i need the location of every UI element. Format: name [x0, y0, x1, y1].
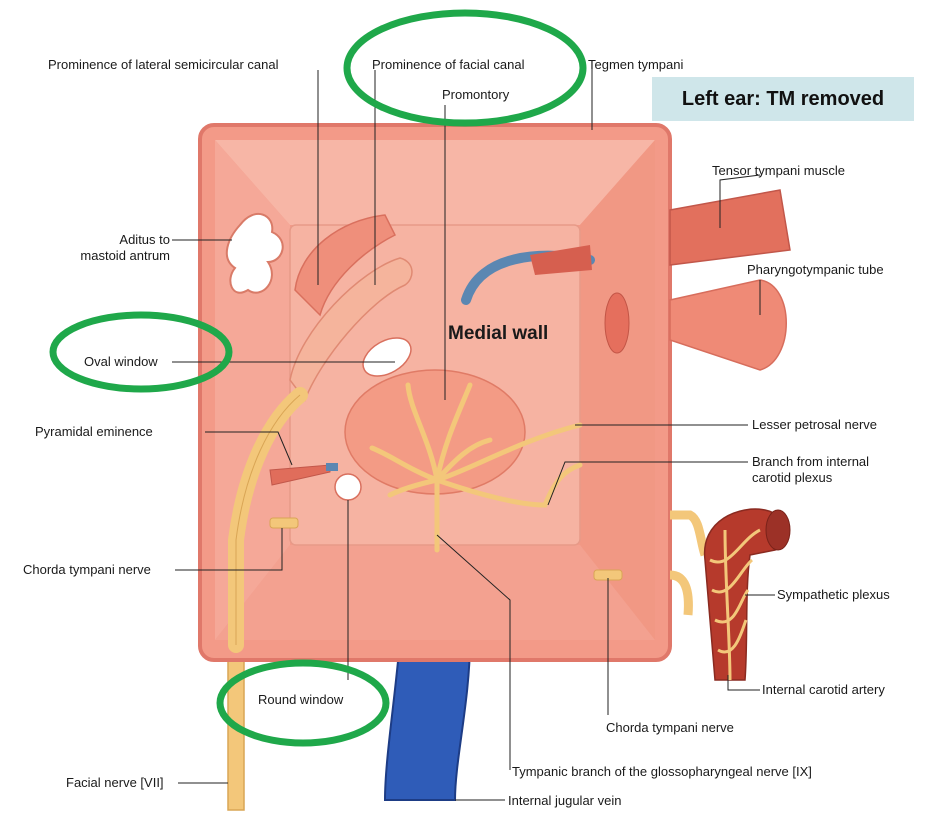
- tensor-tympani-muscle: [670, 190, 790, 265]
- title-banner: Left ear: TM removed: [652, 77, 914, 121]
- label-prominence-lateral-canal: Prominence of lateral semicircular canal: [48, 57, 278, 73]
- carotid-opening: [766, 510, 790, 550]
- pharyngotympanic-tube: [670, 280, 786, 370]
- label-tympanic-branch: Tympanic branch of the glossopharyngeal …: [512, 764, 812, 780]
- label-internal-jugular: Internal jugular vein: [508, 793, 621, 809]
- stapedius-tendon: [326, 463, 338, 471]
- top-wall: [215, 140, 655, 225]
- label-prominence-facial-canal: Prominence of facial canal: [372, 57, 524, 73]
- label-tegmen-tympani: Tegmen tympani: [588, 57, 683, 73]
- carotid-nerve-link-2: [670, 575, 688, 615]
- label-internal-carotid: Internal carotid artery: [762, 682, 885, 698]
- bottom-wall: [215, 545, 655, 640]
- label-facial-nerve: Facial nerve [VII]: [66, 775, 164, 791]
- round-window: [335, 474, 361, 500]
- label-promontory: Promontory: [442, 87, 509, 103]
- medial-wall-label: Medial wall: [448, 323, 548, 345]
- label-branch-carotid: Branch from internal carotid plexus: [752, 454, 912, 486]
- label-oval-window: Oval window: [84, 354, 158, 370]
- label-sympathetic-plexus: Sympathetic plexus: [777, 587, 890, 603]
- label-pyramidal-eminence: Pyramidal eminence: [35, 424, 153, 440]
- label-chorda-tympani-right: Chorda tympani nerve: [606, 720, 734, 736]
- label-branch-carotid-line1: Branch from internal: [752, 454, 912, 470]
- label-tensor-tympani: Tensor tympani muscle: [712, 163, 845, 179]
- label-round-window: Round window: [258, 692, 343, 708]
- carotid-nerve-link: [670, 515, 705, 555]
- internal-jugular-vein: [385, 640, 470, 800]
- label-pharyngotympanic-tube: Pharyngotympanic tube: [747, 262, 884, 278]
- label-lesser-petrosal: Lesser petrosal nerve: [752, 417, 877, 433]
- label-chorda-tympani-left: Chorda tympani nerve: [23, 562, 151, 578]
- label-aditus-line1: Aditus to: [60, 232, 170, 248]
- label-aditus-line2: mastoid antrum: [60, 248, 170, 264]
- label-branch-carotid-line2: carotid plexus: [752, 470, 912, 486]
- chorda-tympani-left-stub: [270, 518, 298, 528]
- label-aditus: Aditus to mastoid antrum: [60, 232, 170, 264]
- tube-opening: [605, 293, 629, 353]
